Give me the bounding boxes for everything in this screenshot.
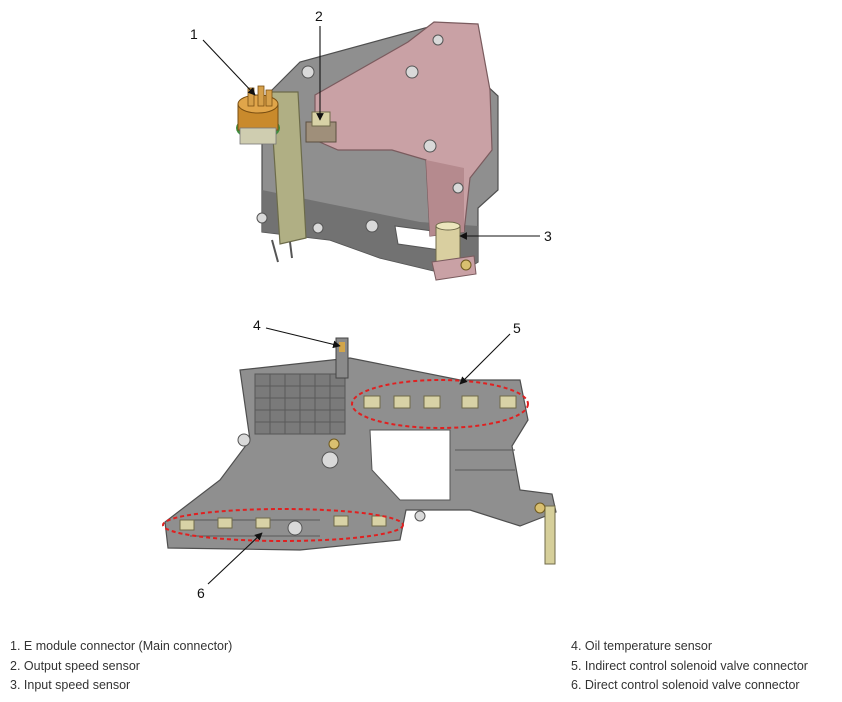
direct-solenoid-connectors [179, 515, 387, 531]
olive-bracket-leg [271, 239, 279, 263]
e-module-connector [236, 85, 280, 145]
oil-temperature-sensor [335, 337, 349, 379]
pink-plate-edge [426, 160, 464, 236]
indirect-solenoid-connectors [363, 395, 517, 409]
callout-6: 6 [197, 585, 205, 601]
callout-4: 4 [253, 317, 261, 333]
legend-right: 4. Oil temperature sensor 5. Indirect co… [571, 637, 808, 696]
indirect-connectors-highlight [351, 379, 529, 429]
upper-module-assembly [236, 21, 499, 281]
legend-item-2: 2. Output speed sensor [10, 658, 140, 673]
bolt-holes-upper [256, 34, 464, 234]
leader-line-5 [459, 333, 511, 385]
leader-line-4 [265, 327, 341, 349]
input-speed-sensor [431, 221, 477, 281]
callout-2: 2 [315, 8, 323, 24]
callout-5: 5 [513, 320, 521, 336]
callout-1: 1 [190, 26, 198, 42]
leader-lines [202, 26, 540, 585]
lower-cutout [369, 429, 451, 501]
legend-item-3: 3. Input speed sensor [10, 678, 131, 692]
legend-item-4: 4. Oil temperature sensor [571, 639, 713, 653]
olive-bracket-leg [289, 241, 293, 259]
lower-solenoid-body [164, 337, 557, 565]
upper-frame-shadow [262, 190, 478, 276]
bolt-holes-lower [237, 433, 426, 536]
legend-item-1: 1. E module connector (Main connector) [10, 639, 233, 653]
legend-item-5: 5. Indirect control solenoid valve conne… [571, 658, 808, 673]
lower-guide-pin [328, 438, 556, 565]
leader-line-6 [207, 532, 263, 585]
direct-connectors-highlight [162, 508, 404, 542]
legend-left: 1. E module connector (Main connector) 2… [10, 637, 232, 696]
leader-line-1 [202, 39, 256, 96]
legend-item-6: 6. Direct control solenoid valve connect… [571, 678, 800, 692]
callout-3: 3 [544, 228, 552, 244]
